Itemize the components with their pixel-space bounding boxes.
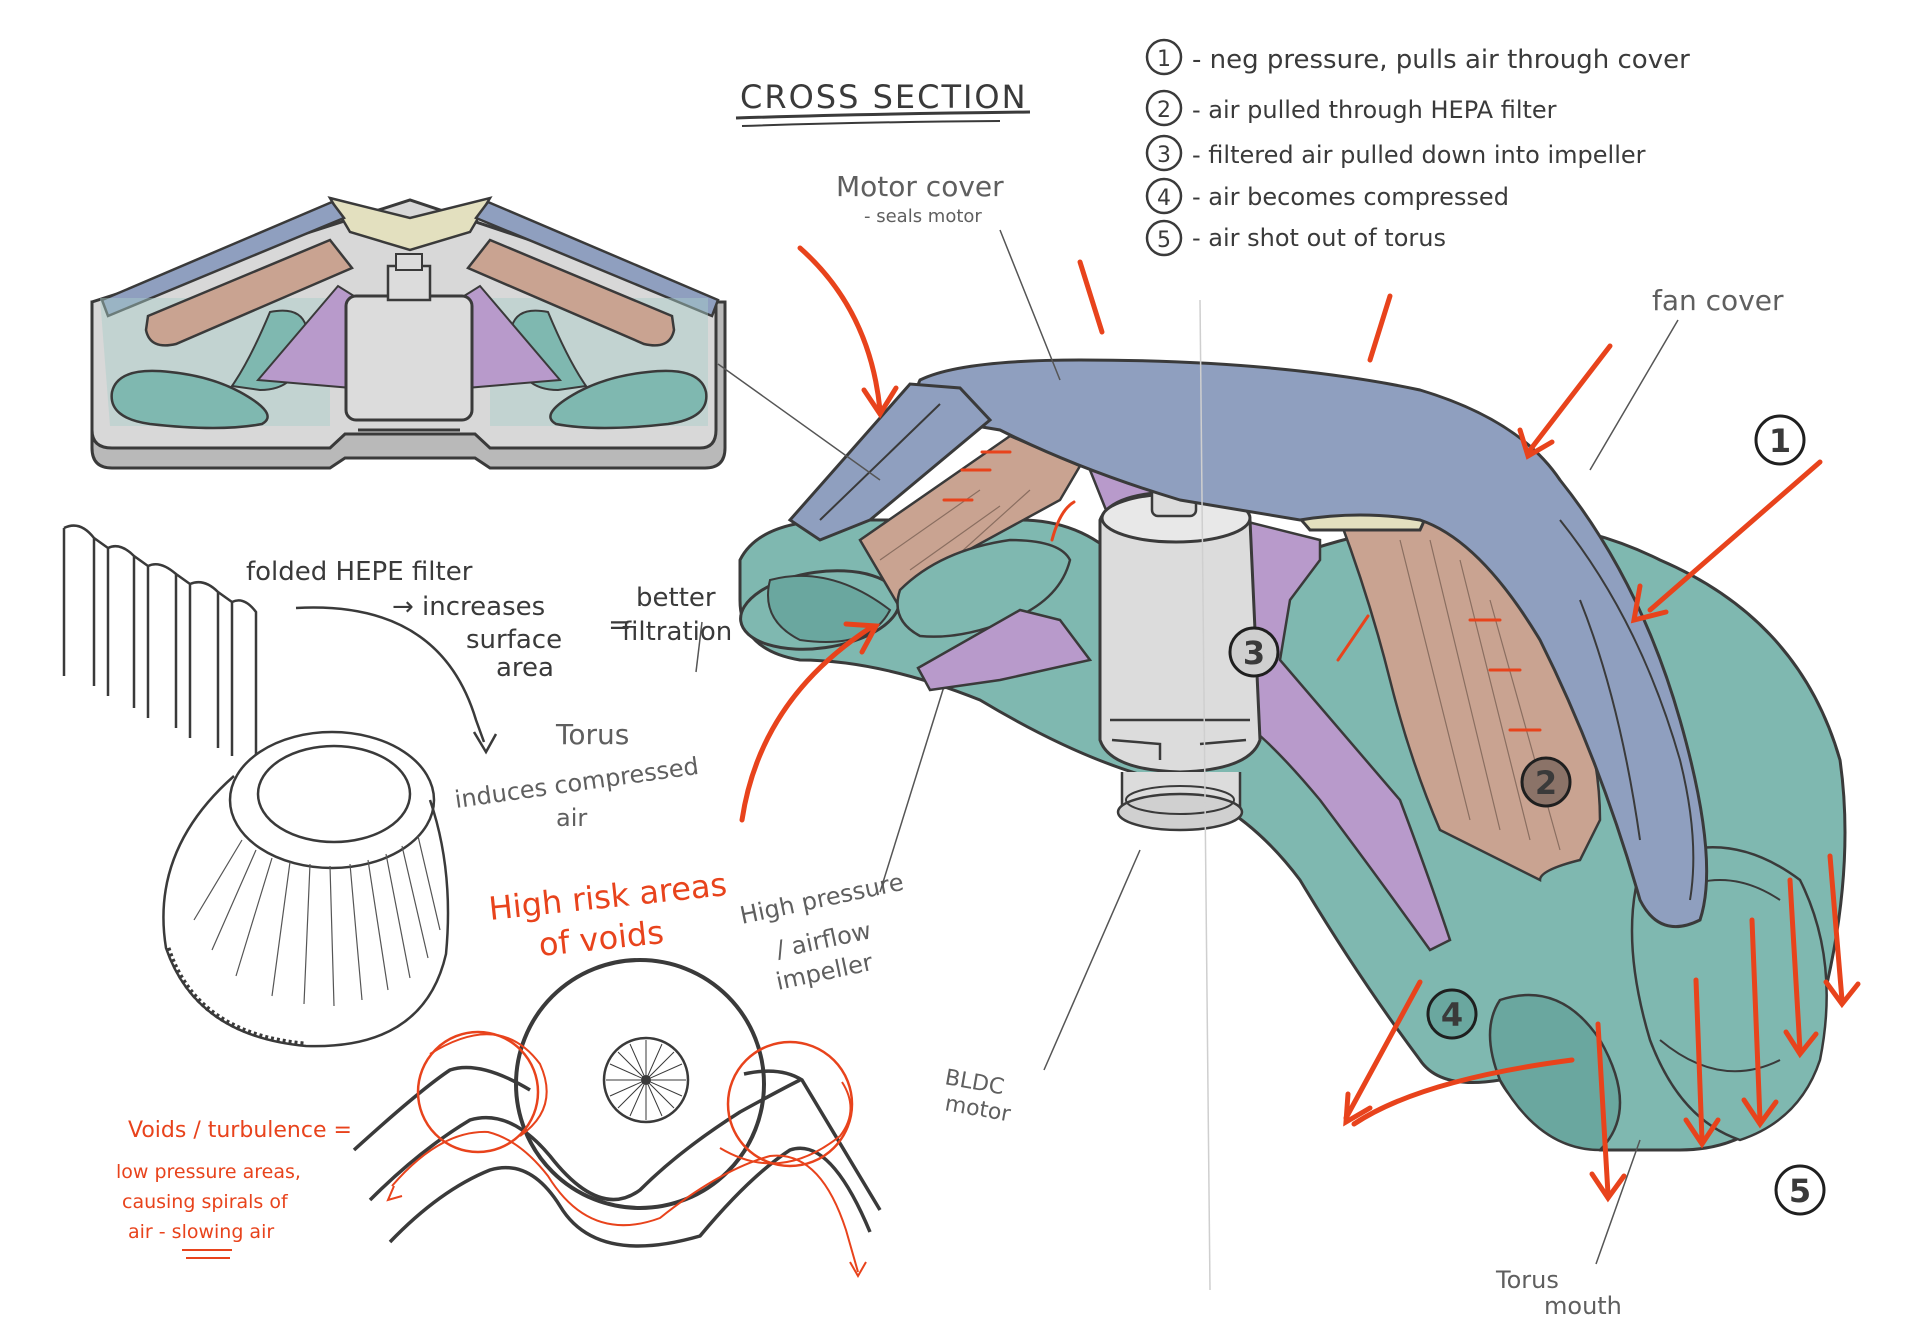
svg-text:1: 1 xyxy=(1769,422,1791,460)
voids-note-2: causing spirals of xyxy=(122,1191,289,1213)
legend-num: 2 xyxy=(1157,98,1171,123)
voids-note-1: low pressure areas, xyxy=(116,1161,301,1183)
small-cross-section xyxy=(90,196,727,470)
legend-item-1: 1 - neg pressure, pulls air through cove… xyxy=(1145,38,1690,76)
filter-note-line3: surface xyxy=(466,625,562,655)
marker-3: 3 xyxy=(1228,626,1280,678)
legend-item-2: 2 - air pulled through HEPA filter xyxy=(1145,89,1557,127)
legend-text: - air pulled through HEPA filter xyxy=(1192,96,1557,124)
airflow-arrows xyxy=(739,245,1861,1203)
marker-5: 5 xyxy=(1774,1164,1826,1216)
main-cutaway xyxy=(738,299,1847,1291)
legend-text: - air becomes compressed xyxy=(1192,183,1509,211)
pleated-drum-filter xyxy=(162,730,450,1048)
torus-label-group: Torus induces compressed air xyxy=(453,718,701,832)
filter-arrow xyxy=(295,606,486,743)
slowing-underline xyxy=(182,1249,232,1259)
motor-cover-label: Motor cover xyxy=(836,170,1004,203)
svg-text:5: 5 xyxy=(1789,1172,1811,1210)
legend-item-3: 3 - filtered air pulled down into impell… xyxy=(1145,134,1646,172)
voids-heading: High risk areas of voids xyxy=(487,865,729,964)
legend-item-5: 5 - air shot out of torus xyxy=(1145,219,1446,257)
legend-text: - air shot out of torus xyxy=(1192,224,1446,252)
torus-leader xyxy=(695,621,703,673)
legend-text: - filtered air pulled down into impeller xyxy=(1192,141,1646,169)
torus-label: Torus xyxy=(555,718,629,751)
filter-note-filtration: filtration xyxy=(622,617,732,647)
legend-text: - neg pressure, pulls air through cover xyxy=(1192,45,1690,75)
filter-note: folded HEPE filter → increases surface a… xyxy=(246,557,732,683)
svg-text:2: 2 xyxy=(1535,764,1557,802)
fan-cover-label: fan cover xyxy=(1652,284,1784,317)
title-underline xyxy=(735,110,1031,120)
impeller-leader xyxy=(879,679,947,893)
legend: 1 - neg pressure, pulls air through cove… xyxy=(1145,38,1690,257)
svg-text:4: 4 xyxy=(1441,996,1463,1034)
legend-num: 3 xyxy=(1157,143,1171,168)
motor-cover-sub: - seals motor xyxy=(864,206,982,227)
torus-sub-2: air xyxy=(556,804,587,832)
filter-note-line1: folded HEPE filter xyxy=(246,557,473,587)
filter-note-line2: → increases xyxy=(392,592,545,622)
marker-1: 1 xyxy=(1754,414,1806,466)
cross-section-title: CROSS SECTION xyxy=(740,78,1028,116)
marker-4: 4 xyxy=(1426,988,1478,1040)
legend-num: 5 xyxy=(1157,228,1171,253)
legend-item-4: 4 - air becomes compressed xyxy=(1145,177,1509,215)
markers: 1 2 3 4 5 xyxy=(1228,414,1826,1216)
bldc-label-2: motor xyxy=(943,1091,1013,1127)
torus-mouth-label-1: Torus xyxy=(1495,1266,1559,1294)
leader-lines xyxy=(717,229,1679,1265)
legend-num: 4 xyxy=(1157,186,1171,211)
legend-num: 1 xyxy=(1157,47,1171,72)
filter-note-line4: area xyxy=(496,653,554,683)
component-labels: Motor cover - seals motor fan cover BLDC… xyxy=(836,170,1784,1320)
title-underline-2 xyxy=(741,120,1001,127)
torus-mouth-label-2: mouth xyxy=(1544,1292,1622,1320)
filter-note-equals: = xyxy=(608,608,631,641)
impeller-label-1: High pressure xyxy=(737,868,906,930)
svg-text:3: 3 xyxy=(1243,634,1265,672)
voids-note-title: Voids / turbulence = xyxy=(128,1118,352,1143)
folded-filter-sketch xyxy=(62,524,258,764)
filter-arrow-head xyxy=(472,731,498,755)
filter-note-better: better xyxy=(636,583,716,613)
voids-note: Voids / turbulence = low pressure areas,… xyxy=(116,1118,352,1243)
voids-sketch xyxy=(352,958,882,1279)
voids-note-3: air - slowing air xyxy=(128,1221,274,1243)
marker-2: 2 xyxy=(1520,756,1572,808)
